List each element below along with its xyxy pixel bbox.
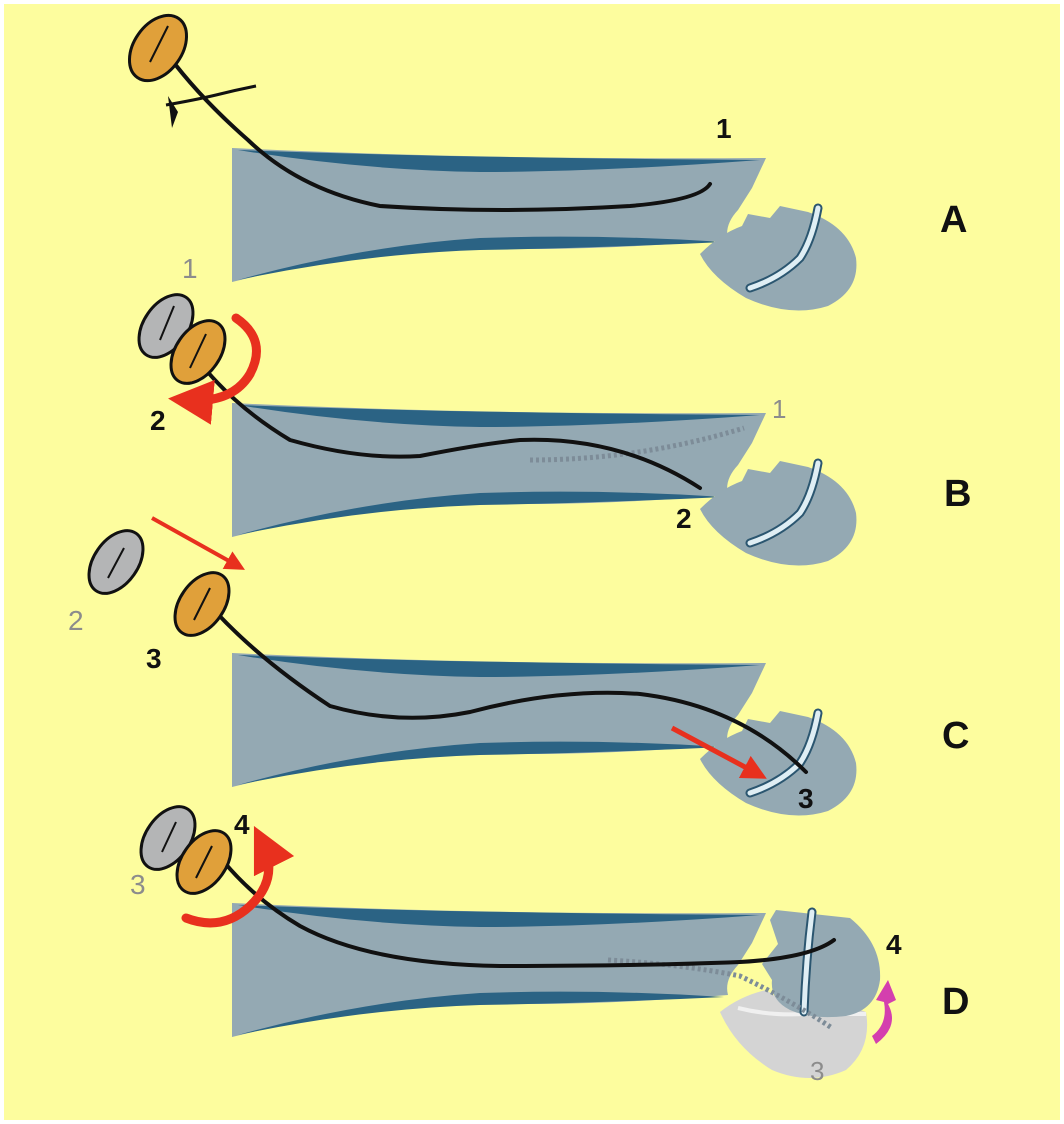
panel-letter-a: A — [940, 199, 967, 241]
panel-letter-b: B — [944, 473, 971, 515]
ghost-handle-label-b: 1 — [182, 253, 198, 284]
panel-letter-d: D — [942, 981, 969, 1023]
handle-label-c: 3 — [146, 643, 162, 674]
wire-tip-label-c: 3 — [798, 783, 814, 814]
ghost-handle-label-c: 2 — [68, 605, 84, 636]
handle-label-d: 4 — [234, 809, 250, 840]
wire-tip-label-b: 2 — [676, 503, 692, 534]
ghost-fragment-label-d: 3 — [810, 1056, 824, 1086]
ghost-handle-label-d: 3 — [130, 869, 146, 900]
handle-label-b: 2 — [150, 405, 166, 436]
wire-tip-label-a: 1 — [716, 113, 732, 144]
panel-letter-c: C — [942, 715, 969, 757]
wire-tip-label-d: 4 — [886, 929, 902, 960]
previous-track-label-b: 1 — [772, 394, 786, 424]
